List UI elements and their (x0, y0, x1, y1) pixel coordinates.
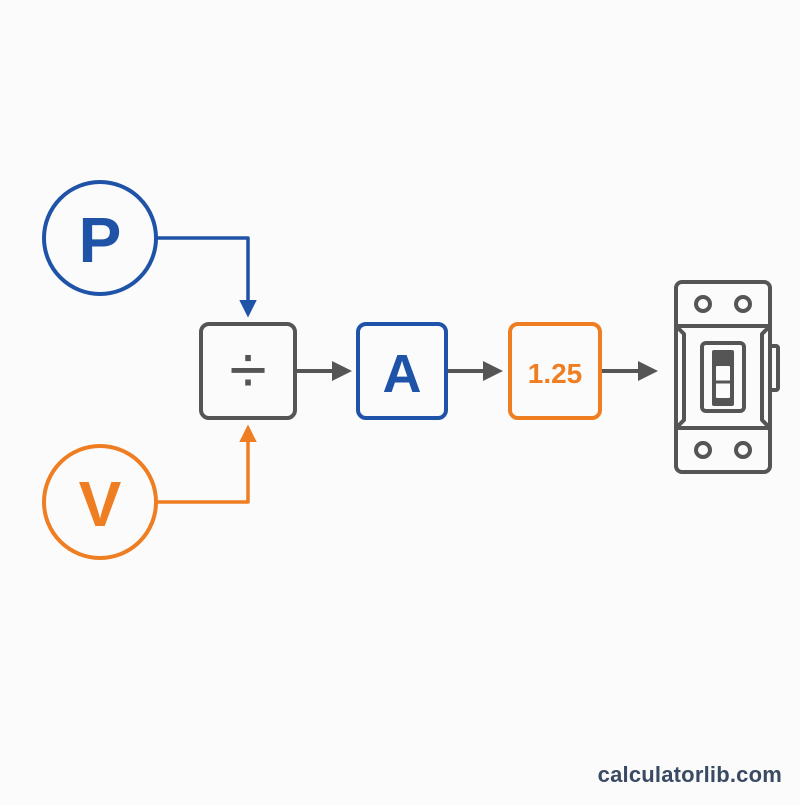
breaker-screw-bottom-left (696, 443, 710, 457)
power-symbol: P (79, 204, 122, 276)
circuit-breaker-icon (676, 282, 778, 472)
factor-box: 1.25 (510, 324, 600, 418)
divide-symbol: ÷ (229, 332, 266, 408)
divide-operation-box: ÷ (201, 324, 295, 418)
breaker-screw-top-right (736, 297, 750, 311)
breaker-screw-top-left (696, 297, 710, 311)
voltage-symbol: V (79, 468, 122, 540)
breaker-side-clip (770, 346, 778, 390)
result-unit-box: A (358, 324, 446, 418)
result-symbol: A (383, 344, 422, 404)
voltage-input-node: V (44, 446, 156, 558)
power-input-node: P (44, 182, 156, 294)
voltage-connector-arrow (156, 428, 248, 502)
site-watermark: calculatorlib.com (598, 762, 782, 788)
breaker-screw-bottom-right (736, 443, 750, 457)
power-connector-arrow (156, 238, 248, 314)
factor-value: 1.25 (528, 358, 583, 389)
